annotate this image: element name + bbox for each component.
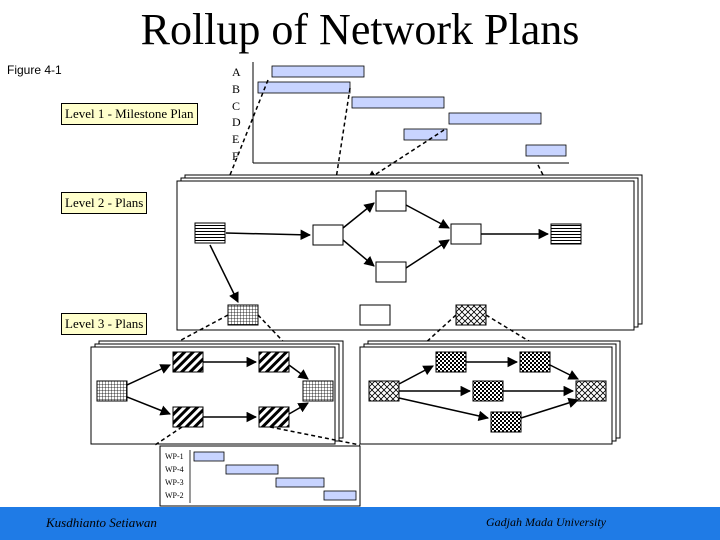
level2-nodes [194,190,582,326]
rollup-lines-3 [154,426,361,446]
l3l-node-2 [258,351,290,373]
level1-label: Level 1 - Milestone Plan [61,103,198,125]
figure-label: Figure 4-1 [7,63,62,77]
gantt-bar-e [403,128,448,141]
milestone-gantt: A B C D E F [232,62,569,164]
l3l-node-3 [172,406,204,428]
gantt-bar-c [351,96,445,109]
l2-node-cross [455,304,487,326]
milestone-label-c: C [232,99,240,113]
milestone-label-e: E [232,132,239,146]
l3l-node-4 [258,406,290,428]
l2-node-4 [375,261,407,283]
wp-label-3: WP-3 [165,478,184,487]
l3r-node-1 [435,351,467,373]
level3-right-nodes [368,351,607,433]
l3r-node-4 [490,411,522,433]
wp-bar-2 [323,490,357,501]
level3-right-arrows [398,356,580,422]
gantt-bar-a [271,65,365,78]
milestone-label-f: F [232,149,239,163]
level3-label: Level 3 - Plans [61,313,148,335]
slide-title: Rollup of Network Plans [140,5,580,54]
wp-bar-4 [225,464,279,475]
level2-arrows [209,202,550,303]
l2-node-grid [227,304,259,326]
wp-label-4: WP-4 [165,465,184,474]
l3r-node-start [368,380,400,402]
l2-node-3 [450,223,482,245]
level2-panel [176,174,643,331]
l3r-node-2 [519,351,551,373]
l3l-node-end [302,380,334,402]
level2-label: Level 2 - Plans [61,192,148,214]
l2-node-end [550,223,582,245]
footer-author: Kusdhianto Setiawan [46,515,157,530]
l3r-node-end [575,380,607,402]
wp-bar-1 [193,451,225,462]
l3l-node-start [96,380,128,402]
l2-node-2 [375,190,407,212]
l2-node-5 [359,304,391,326]
footer-bar: Kusdhianto Setiawan Gadjah Mada Universi… [0,507,720,540]
gantt-bar-d [448,112,542,125]
wp-label-1: WP-1 [165,452,184,461]
wp-bar-3 [275,477,325,488]
milestone-label-a: A [232,65,241,79]
l3l-node-1 [172,351,204,373]
level3-left-nodes [96,351,334,428]
l2-node-1 [312,224,344,246]
wp-label-2: WP-2 [165,491,184,500]
footer-institution: Gadjah Mada University [486,515,606,529]
wp-gantt: WP-1 WP-4 WP-3 WP-2 [159,445,361,507]
milestone-label-b: B [232,82,240,96]
l3r-node-3 [472,380,504,402]
milestone-label-d: D [232,115,241,129]
level3-left-arrows [126,356,309,423]
gantt-bar-b [257,81,351,94]
gantt-bar-f [525,144,567,157]
l2-node-start [194,222,226,244]
level3-left-panel [90,340,344,445]
